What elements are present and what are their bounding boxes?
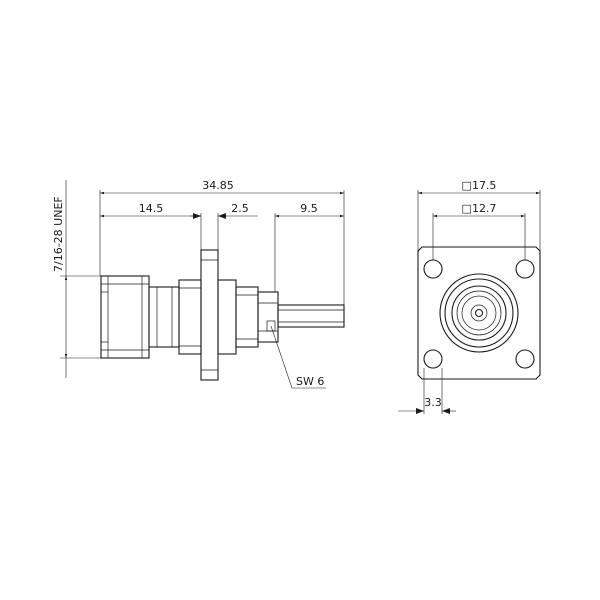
mounting-hole [423, 349, 443, 369]
rear-body [217, 279, 237, 355]
hex-nut [257, 291, 279, 343]
coupling-nut [100, 275, 150, 359]
dim-flange-square: □17.5 [462, 179, 497, 192]
front-view: □17.5 □12.7 3.3 [398, 179, 541, 414]
dim-overall-length: 34.85 [202, 179, 234, 192]
dim-flange-thickness: 2.5 [231, 202, 249, 215]
body-neck [148, 286, 180, 348]
flange-outline [417, 246, 541, 380]
rear-collar [235, 286, 259, 348]
mounting-hole [423, 259, 443, 279]
contact-pin [277, 304, 345, 328]
connector-face [439, 273, 519, 353]
flange [200, 249, 219, 381]
dim-hole-spacing: □12.7 [462, 202, 497, 215]
dim-front-length: 14.5 [139, 202, 164, 215]
body-main [178, 279, 202, 355]
dim-pin-length: 9.5 [300, 202, 318, 215]
mounting-hole [515, 349, 535, 369]
side-view: 34.85 14.5 2.5 9.5 7/16-28 UNEF SW 6 [52, 179, 345, 389]
dim-hole-diameter: 3.3 [424, 396, 442, 409]
dim-thread: 7/16-28 UNEF [52, 196, 65, 272]
label-wrench-size: SW 6 [296, 375, 324, 388]
mounting-hole [515, 259, 535, 279]
